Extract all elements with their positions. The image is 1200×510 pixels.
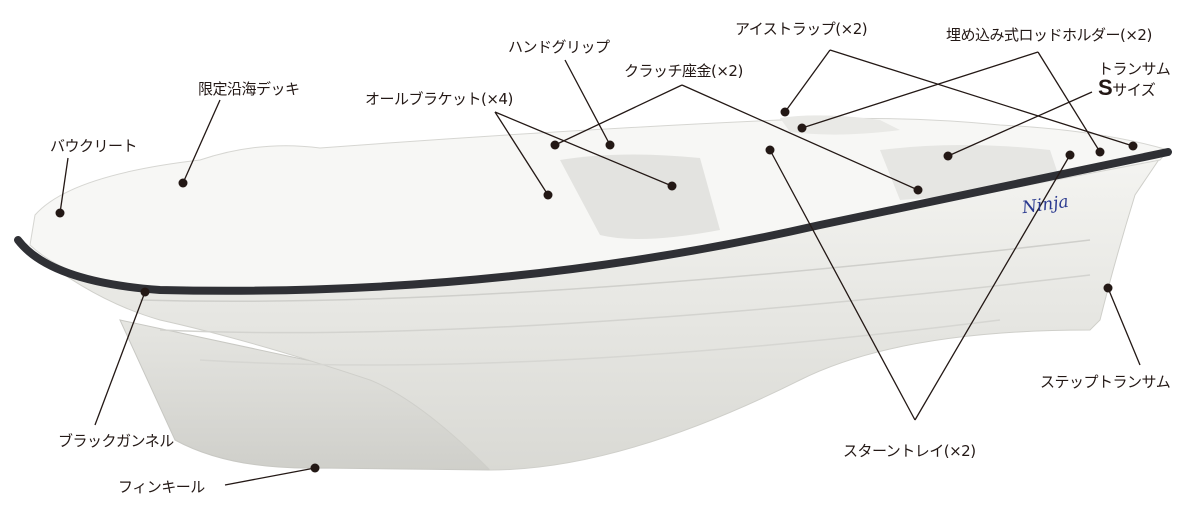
label-clutch-washer: クラッチ座金(×2) [624, 62, 743, 80]
label-stern-tray: スターントレイ(×2) [843, 442, 976, 460]
label-transom: トランサム Sサイズ [1098, 58, 1171, 101]
label-deck: 限定沿海デッキ [198, 80, 300, 98]
label-eye-strap: アイストラップ(×2) [735, 20, 868, 38]
label-bow-cleat: バウクリート [50, 137, 138, 155]
label-rod-holder: 埋め込み式ロッドホルダー(×2) [946, 26, 1152, 44]
label-step-transom: ステップトランサム [1040, 373, 1171, 391]
label-oar-bracket: オールブラケット(×4) [365, 90, 513, 108]
label-fin-keel: フィンキール [118, 478, 205, 496]
black-gunnel-shape [14, 148, 1172, 295]
label-hand-grip: ハンドグリップ [508, 38, 610, 56]
label-black-gunnel: ブラックガンネル [58, 432, 174, 450]
label-transom-line1: トランサム [1098, 60, 1171, 78]
label-transom-size: サイズ [1112, 81, 1156, 99]
label-transom-s: S [1098, 75, 1113, 100]
callout-lines [59, 49, 1141, 486]
label-transom-line2: Sサイズ [1098, 75, 1170, 101]
callout-dots [55, 107, 1138, 473]
